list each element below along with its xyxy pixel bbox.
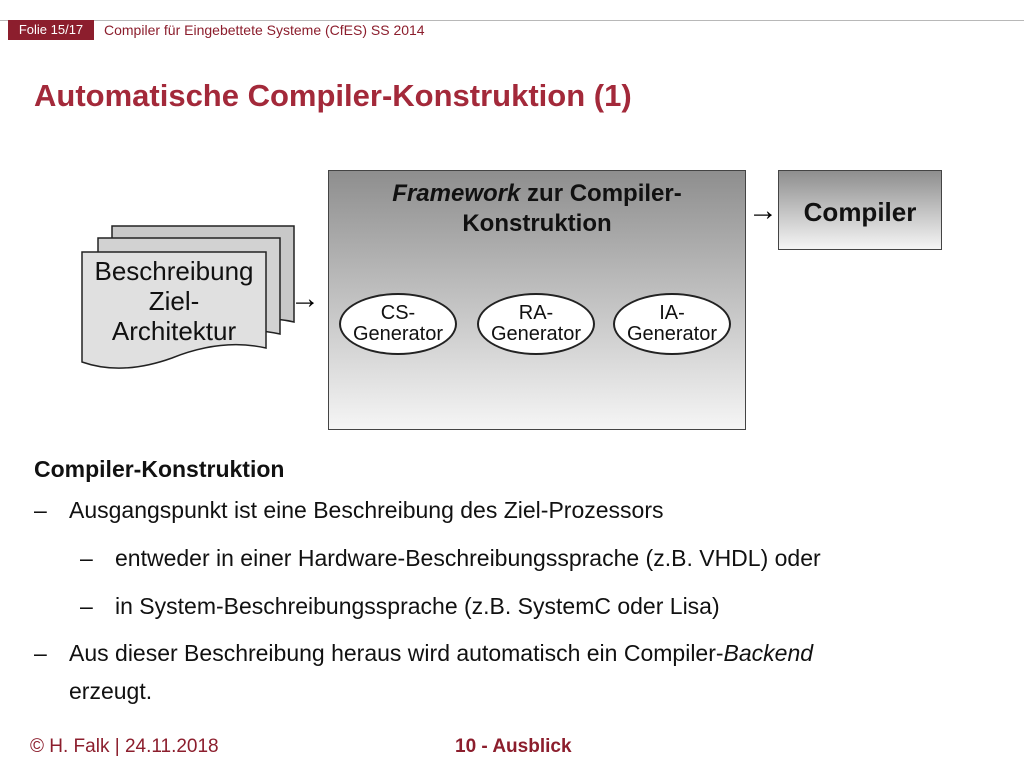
list-item-text: in System-Beschreibungssprache (z.B. Sys…: [115, 593, 720, 619]
list-dash: –: [80, 545, 93, 571]
document-stack-icon: [81, 225, 295, 369]
list-item: – entweder in einer Hardware-Beschreibun…: [80, 545, 821, 572]
list-item: – Aus dieser Beschreibung heraus wird au…: [34, 634, 813, 710]
section-heading: Compiler-Konstruktion: [34, 456, 285, 482]
ia-generator-line2: Generator: [626, 323, 718, 345]
cs-generator: CS- Generator: [339, 293, 457, 355]
cs-generator-line2: Generator: [352, 323, 444, 345]
list-item-text: Aus dieser Beschreibung heraus wird auto…: [69, 640, 724, 666]
arrow-right-icon: →: [748, 194, 778, 227]
cs-generator-line1: CS-: [380, 302, 416, 324]
slide-title: Automatische Compiler-Konstruktion (1): [34, 78, 632, 113]
framework-box: Framework zur Compiler- Konstruktion CS-…: [328, 170, 746, 430]
compiler-box: Compiler: [778, 170, 942, 250]
framework-title-italic: Framework: [392, 180, 521, 207]
list-dash: –: [34, 497, 47, 523]
footer-chapter: 10 - Ausblick: [455, 736, 572, 757]
framework-title-rest: zur Compiler-: [520, 180, 682, 207]
list-item-text: Ausgangspunkt ist eine Beschreibung des …: [69, 497, 664, 523]
doc-line-2: Ziel-: [148, 286, 200, 316]
arrow-right-icon: →: [290, 282, 320, 315]
list-dash: –: [34, 640, 47, 666]
ra-generator-line2: Generator: [490, 323, 582, 345]
course-title: Compiler für Eingebettete Systeme (CfES)…: [104, 22, 425, 38]
list-item: – in System-Beschreibungssprache (z.B. S…: [80, 593, 720, 620]
list-item-text: entweder in einer Hardware-Beschreibungs…: [115, 545, 821, 571]
framework-title: Framework zur Compiler- Konstruktion: [329, 179, 745, 239]
target-architecture-description: Beschreibung Ziel- Architektur: [82, 256, 266, 346]
doc-line-3: Architektur: [111, 316, 237, 346]
slide-number: Folie 15/17: [8, 20, 94, 40]
list-item: – Ausgangspunkt ist eine Beschreibung de…: [34, 497, 664, 524]
ia-generator: IA- Generator: [613, 293, 731, 355]
list-dash: –: [80, 593, 93, 619]
footer-author: © H. Falk | 24.11.2018: [30, 736, 219, 757]
ra-generator: RA- Generator: [477, 293, 595, 355]
ia-generator-line1: IA-: [659, 302, 685, 324]
doc-line-1: Beschreibung: [94, 256, 254, 286]
framework-title-line2: Konstruktion: [462, 210, 612, 237]
header-rule: [0, 20, 1024, 21]
compiler-label: Compiler: [803, 197, 917, 227]
list-item-text-italic: Backend: [723, 640, 814, 666]
ra-generator-line1: RA-: [518, 302, 554, 324]
list-item-text-cont: erzeugt.: [69, 678, 153, 704]
